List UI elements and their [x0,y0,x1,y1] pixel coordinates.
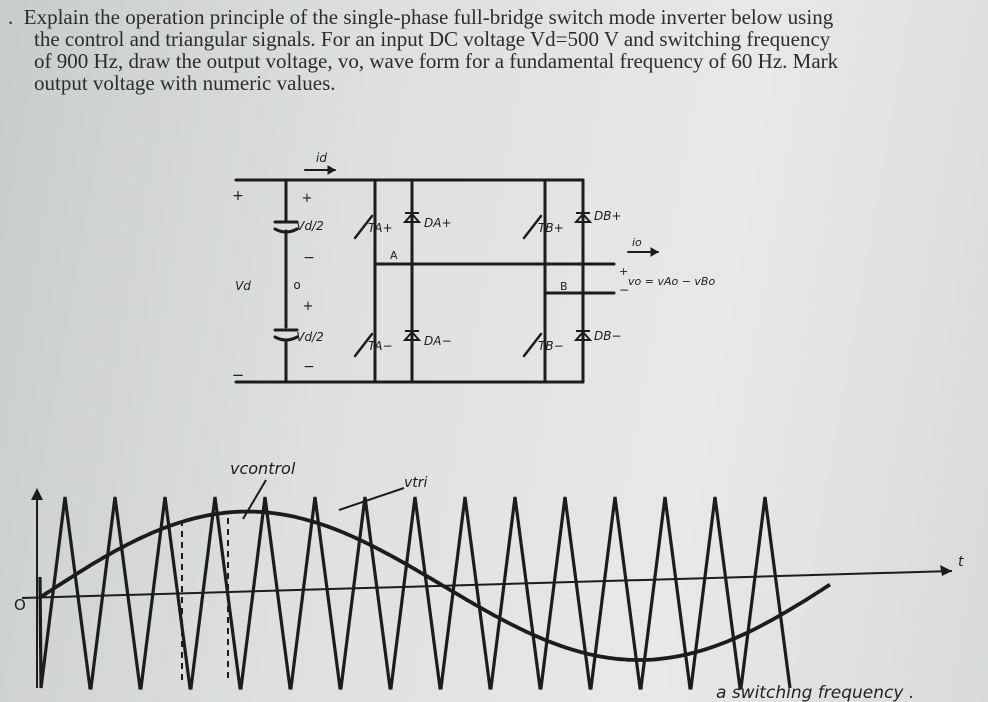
label-vd-half-top: Vd/2 [296,219,324,233]
time-axis-arrow [940,565,952,576]
diode-db-minus [573,330,593,341]
question-line-1: . Explain the operation principle of the… [8,6,968,28]
question-text: . Explain the operation principle of the… [8,6,968,94]
pointer-tri [338,487,405,511]
id-arrow-head [327,165,337,175]
label-db-plus: DB+ [594,209,622,223]
label-minus-bottom: − [303,359,315,375]
label-tb-minus: TB− [538,339,564,353]
question-line-2: the control and triangular signals. For … [34,27,831,51]
label-ta-minus: TA− [368,339,393,353]
label-da-plus: DA+ [424,216,452,230]
switch-tb-minus [522,332,543,358]
question-line-4: output voltage with numeric values. [34,71,336,95]
label-node-b: B [560,280,568,293]
switch-ta-minus [353,332,374,358]
switch-ta-plus [353,214,374,240]
label-tb-plus: TB+ [538,221,564,235]
question-bullet: . [8,5,14,29]
label-plus-left: + [232,188,244,204]
diode-da-plus [402,212,422,223]
label-io: io [632,236,642,249]
switch-tb-plus [522,214,543,240]
label-vo-equation: vo = vAo − vBo [628,275,715,288]
diode-da-minus [402,330,422,341]
triangular-carrier-wave [38,496,792,690]
diode-db-plus [573,212,593,223]
label-vtri: vtri [404,475,428,491]
io-arrow-head [650,247,660,257]
label-vd-left: Vd [235,279,251,293]
label-origin: O [14,596,26,614]
control-sine-wave [38,509,832,662]
question-line-1-text: Explain the operation principle of the s… [23,5,834,29]
question-line-3: of 900 Hz, draw the output voltage, vo, … [34,49,839,73]
label-node-o: o [293,278,300,292]
label-t-axis: t [958,554,964,570]
label-vd-half-bottom: Vd/2 [296,330,324,344]
pointer-control [242,479,267,520]
label-vo-plus: + [619,265,628,278]
label-vo-minus: − [619,283,629,297]
label-ta-plus: TA+ [368,221,393,235]
label-node-a: A [390,249,398,262]
waveform-plot: vcontrol vtri t O a switching frequency … [14,459,964,702]
inverter-circuit [234,165,660,384]
label-vcontrol: vcontrol [230,459,296,478]
label-minus-top: − [303,250,315,266]
label-minus-left: − [232,366,245,384]
vertical-axis-arrow [31,488,43,500]
label-db-minus: DB− [594,329,622,343]
label-plus-mid: + [303,299,314,314]
circuit-labels: id + + Vd/2 − Vd o + Vd/2 − − TA+ DA+ A … [232,151,716,384]
label-da-minus: DA− [424,334,452,348]
label-id: id [316,151,327,165]
diodes [402,212,593,341]
handwritten-note: a switching frequency . [716,683,914,702]
label-plus-top: + [302,191,313,206]
